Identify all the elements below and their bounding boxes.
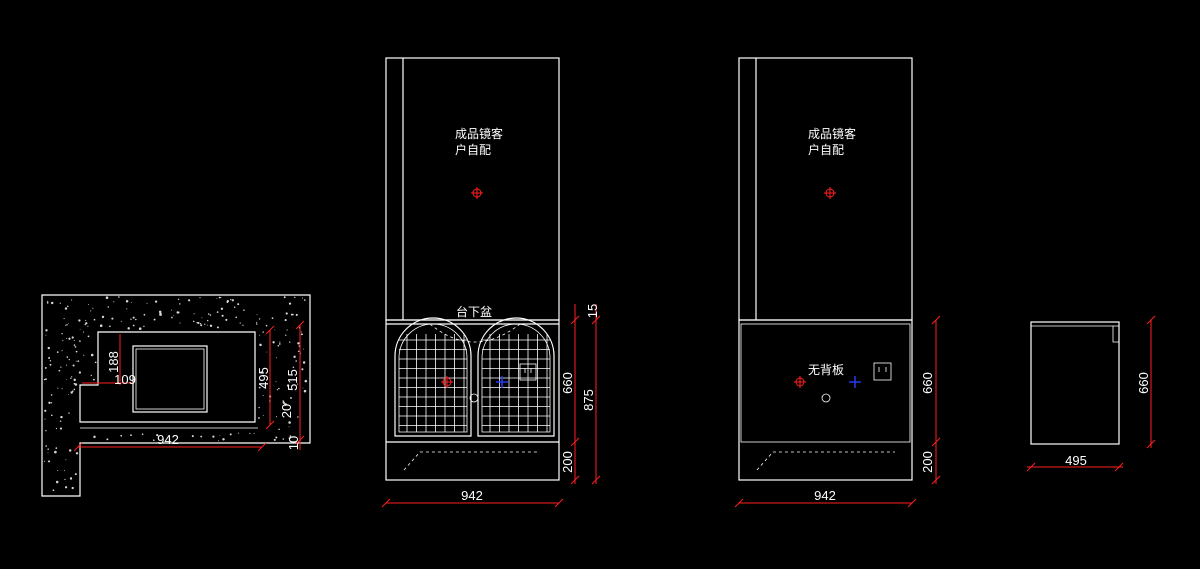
- plan-dim-188: 188: [106, 351, 121, 373]
- plan-stone-texture: [43, 296, 308, 492]
- back-dim-tick: [734, 498, 744, 508]
- plan-dim-tick: [257, 442, 267, 452]
- front-mirror-center-marker: [471, 187, 483, 199]
- back-dim-tick: [931, 475, 941, 485]
- plan-dim-515: 515: [285, 369, 300, 391]
- back-dim-200: 200: [920, 451, 935, 473]
- front-dim-15: 15: [585, 304, 600, 318]
- plan-sink-basin: [132, 345, 208, 413]
- front-dim-tick: [591, 315, 601, 325]
- plan-dim-tick: [265, 325, 275, 335]
- plan-countertop-outline: [41, 294, 311, 497]
- front-dim-tick: [591, 475, 601, 485]
- side-dim-660: 660: [1136, 372, 1151, 394]
- front-sink-bowl-hidden: [429, 323, 521, 343]
- plan-dim-tick: [265, 420, 275, 430]
- front-dim-200: 200: [560, 451, 575, 473]
- front-dim-tick: [554, 498, 564, 508]
- side-dim-tick: [1114, 462, 1124, 472]
- back-cabinet-center-marker: [794, 376, 806, 388]
- plan-dim-tick: [295, 320, 305, 330]
- front-vanity-cabinet: [385, 319, 560, 481]
- plan-cabinet-cutout: [79, 331, 256, 423]
- back-dim-tick: [907, 498, 917, 508]
- back-mirror-panel: [738, 57, 913, 321]
- front-mirror-note-line2: 户自配: [455, 142, 491, 157]
- front-mirror-panel: [385, 57, 560, 321]
- front-door-right: [477, 317, 555, 437]
- plan-dim-109: 109: [114, 372, 136, 387]
- plan-sink-basin-inner: [135, 348, 205, 410]
- back-no-backboard-label: 无背板: [808, 363, 844, 377]
- back-cabinet-frame: [740, 323, 911, 443]
- front-plinth-hidden-line: [403, 451, 540, 471]
- side-dim-tick: [1146, 439, 1156, 449]
- front-dim-660: 660: [560, 372, 575, 394]
- back-mirror-center-marker: [824, 187, 836, 199]
- back-dim-660: 660: [920, 372, 935, 394]
- plan-dim-942: 942: [157, 432, 179, 447]
- front-dim-942: 942: [461, 488, 483, 503]
- plan-dim-10: 10: [286, 436, 301, 450]
- front-dim-tick: [570, 475, 580, 485]
- front-drain-pipe: [469, 393, 479, 403]
- back-drain-pipe: [821, 393, 831, 403]
- plan-dim-tick: [295, 435, 305, 445]
- front-view: 成品镜客 户自配 台下盆: [381, 57, 601, 508]
- back-mirror-note-line2: 户自配: [808, 142, 844, 157]
- back-dim-tick: [931, 437, 941, 447]
- back-vanity-cabinet: [738, 319, 913, 481]
- front-dim-tick: [570, 437, 580, 447]
- front-dim-tick: [381, 498, 391, 508]
- back-plinth-hidden-line: [756, 451, 895, 471]
- plan-view: 188 109 495 515 20 10 942: [41, 294, 311, 497]
- back-mirror-note-line1: 成品镜客: [808, 126, 856, 141]
- back-socket-icon: [873, 362, 892, 381]
- back-view: 成品镜客 户自配 无背板 66: [734, 57, 941, 508]
- front-dim-875: 875: [581, 389, 596, 411]
- front-cabinet-center-marker: [441, 376, 453, 388]
- plan-dim-20: 20: [279, 404, 294, 418]
- back-dim-tick: [931, 315, 941, 325]
- front-socket-icon: [519, 363, 537, 381]
- plan-dim-tick: [73, 442, 83, 452]
- side-dim-495: 495: [1065, 453, 1087, 468]
- front-water-supply-marker: [496, 376, 508, 388]
- side-dim-tick: [1026, 462, 1036, 472]
- side-view: 660 495: [1026, 315, 1156, 472]
- front-door-left: [394, 317, 472, 437]
- plan-dim-495: 495: [256, 367, 271, 389]
- back-dim-942: 942: [814, 488, 836, 503]
- front-dim-tick: [570, 315, 580, 325]
- front-mirror-note-line1: 成品镜客: [455, 126, 503, 141]
- front-sink-label: 台下盆: [456, 304, 492, 319]
- side-dim-tick: [1146, 315, 1156, 325]
- side-cabinet-outline: [1030, 321, 1120, 445]
- back-water-supply-marker: [849, 376, 861, 388]
- side-backsplash: [1112, 326, 1119, 343]
